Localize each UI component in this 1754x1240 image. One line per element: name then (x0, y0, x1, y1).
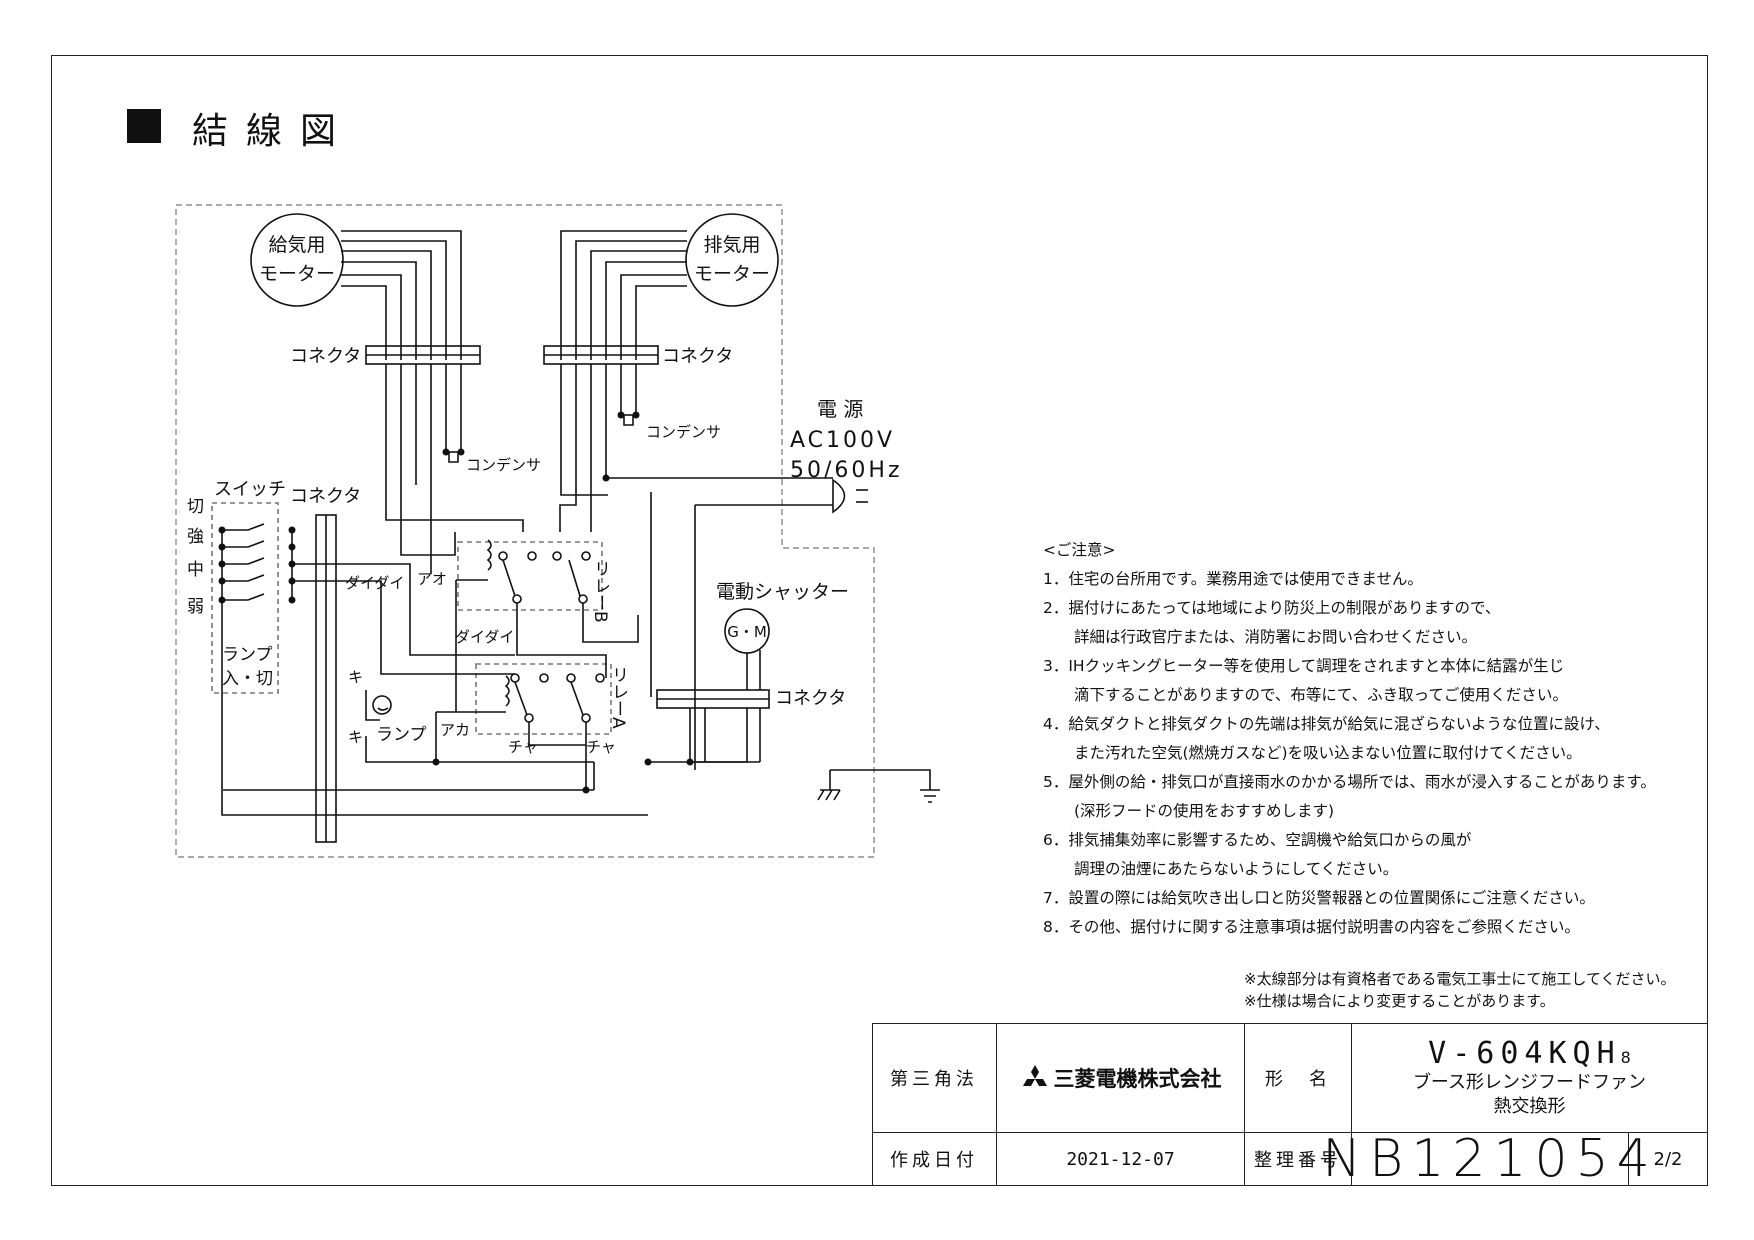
supply-motor-label-1: 給気用 (268, 234, 325, 256)
wire-label-ao: アオ (417, 570, 447, 588)
projection-label: 第三角法 (872, 1023, 997, 1133)
note-item: 1．住宅の台所用です。業務用途では使用できません。 (1043, 570, 1423, 588)
capacitor-label-right: コンデンサ (646, 423, 721, 441)
shutter-label: 電動シャッター (716, 581, 849, 603)
relay-b-label: リレーB (590, 560, 610, 623)
mitsubishi-logo-icon (1022, 1064, 1047, 1086)
capacitor-label-left: コンデンサ (466, 456, 541, 474)
note-item: また汚れた空気(燃焼ガスなど)を吸い込まない位置に取付けてください。 (1043, 744, 1582, 762)
connector-label-right: コネクタ (662, 346, 733, 367)
wire-label-ki: キ (348, 668, 363, 686)
footnotes: ※太線部分は有資格者である電気工事士にて施工してください。 ※仕様は場合により変… (1244, 968, 1676, 1012)
supply-motor-symbol (250, 213, 344, 307)
wire-label-daidai-2: ダイダイ (455, 628, 514, 646)
ref-label: 整理番号 (1245, 1133, 1352, 1186)
power-frequency: 50/60Hz (790, 458, 903, 483)
sheet-number: 2/2 (1629, 1133, 1708, 1186)
connector-label-middle: コネクタ (290, 486, 361, 507)
note-item: 5．屋外側の給・排気口が直接雨水のかかる場所では、雨水が浸入することがあります。 (1043, 773, 1656, 791)
note-item: 6．排気捕集効率に影響するため、空調機や給気口からの風が (1043, 831, 1472, 849)
model-name-2: 熱交換形 (1493, 1096, 1566, 1117)
model-name-1: ブース形レンジフードファン (1412, 1072, 1647, 1093)
lamp-symbol (372, 695, 392, 715)
enclosure-outline (175, 204, 875, 858)
exhaust-motor-label-2: モーター (694, 263, 770, 285)
note-item: 調理の油煙にあたらないようにしてください。 (1043, 860, 1399, 878)
lamp-switch-label-2: 入・切 (222, 669, 273, 689)
switch-pos-weak: 弱 (187, 597, 204, 617)
title-marker (127, 109, 161, 143)
title-block: 第三角法 三菱電機株式会社 形 名 V-604KQH8 ブース形レンジフードファ… (872, 1023, 1708, 1189)
switch-pos-strong: 強 (187, 527, 204, 547)
relay-b-box (457, 541, 603, 611)
model-cell: V-604KQH8 ブース形レンジフードファン 熱交換形 (1352, 1023, 1708, 1133)
switch-pos-off: 切 (187, 497, 204, 517)
drawing-title: 結線図 (192, 111, 355, 152)
note-item: 2．据付けにあたっては地域により防災上の制限がありますので、 (1043, 599, 1501, 617)
wire-label-cha-2: チャ (586, 738, 616, 756)
gm-label: G・M (727, 623, 767, 641)
notes-panel: <ご注意> 1．住宅の台所用です。業務用途では使用できません。 2．据付けにあた… (1043, 536, 1683, 942)
wire-label-cha: チャ (508, 738, 538, 756)
model-suffix: 8 (1620, 1048, 1631, 1067)
exhaust-motor-symbol (685, 213, 779, 307)
connector-label-left: コネクタ (290, 346, 361, 367)
switch-box (211, 502, 279, 694)
wire-label-ki-2: キ (348, 728, 363, 746)
company-name: 三菱電機株式会社 (1053, 1066, 1222, 1091)
switch-label: スイッチ (214, 479, 286, 500)
note-item: 4．給気ダクトと排気ダクトの先端は排気が給気に混ざらないような位置に設け、 (1043, 715, 1610, 733)
company-cell: 三菱電機株式会社 (997, 1023, 1245, 1133)
date-value: 2021-12-07 (997, 1133, 1245, 1186)
wire-label-daidai: ダイダイ (345, 574, 404, 592)
note-item: 滴下することがありますので、布等にて、ふき取ってご使用ください。 (1043, 686, 1568, 704)
lamp-label: ランプ (376, 725, 427, 745)
exhaust-motor-label-1: 排気用 (703, 234, 760, 256)
relay-a-label: リレーA (608, 666, 628, 729)
date-label: 作成日付 (872, 1133, 997, 1186)
note-item: 8．その他、据付けに関する注意事項は据付説明書の内容をご参照ください。 (1043, 918, 1580, 936)
notes-heading: <ご注意> (1043, 541, 1116, 559)
relay-a-box (475, 663, 612, 735)
wire-label-aka: アカ (440, 721, 470, 739)
footnote-1: ※太線部分は有資格者である電気工事士にて施工してください。 (1244, 970, 1676, 988)
ground-symbol (830, 769, 931, 790)
lamp-switch-label-1: ランプ (222, 645, 273, 665)
note-item: (深形フードの使用をおすすめします) (1043, 802, 1335, 820)
model-label: 形 名 (1245, 1023, 1352, 1133)
note-item: 3．IHクッキングヒーター等を使用して調理をされますと本体に結露が生じ (1043, 657, 1565, 675)
model-number: V-604KQH (1428, 1036, 1621, 1071)
footnote-2: ※仕様は場合により変更することがあります。 (1244, 992, 1555, 1010)
connector-label-shutter: コネクタ (775, 688, 846, 709)
power-label: 電 源 (817, 397, 863, 421)
supply-motor-label-2: モーター (259, 263, 335, 285)
note-item: 7．設置の際には給気吹き出し口と防災警報器との位置関係にご注意ください。 (1043, 889, 1595, 907)
power-voltage: AC100V (790, 428, 895, 453)
note-item: 詳細は行政官庁または、消防署にお問い合わせください。 (1043, 628, 1478, 646)
drawing-number: NB121054 (1322, 1129, 1658, 1189)
switch-pos-medium: 中 (187, 560, 204, 580)
